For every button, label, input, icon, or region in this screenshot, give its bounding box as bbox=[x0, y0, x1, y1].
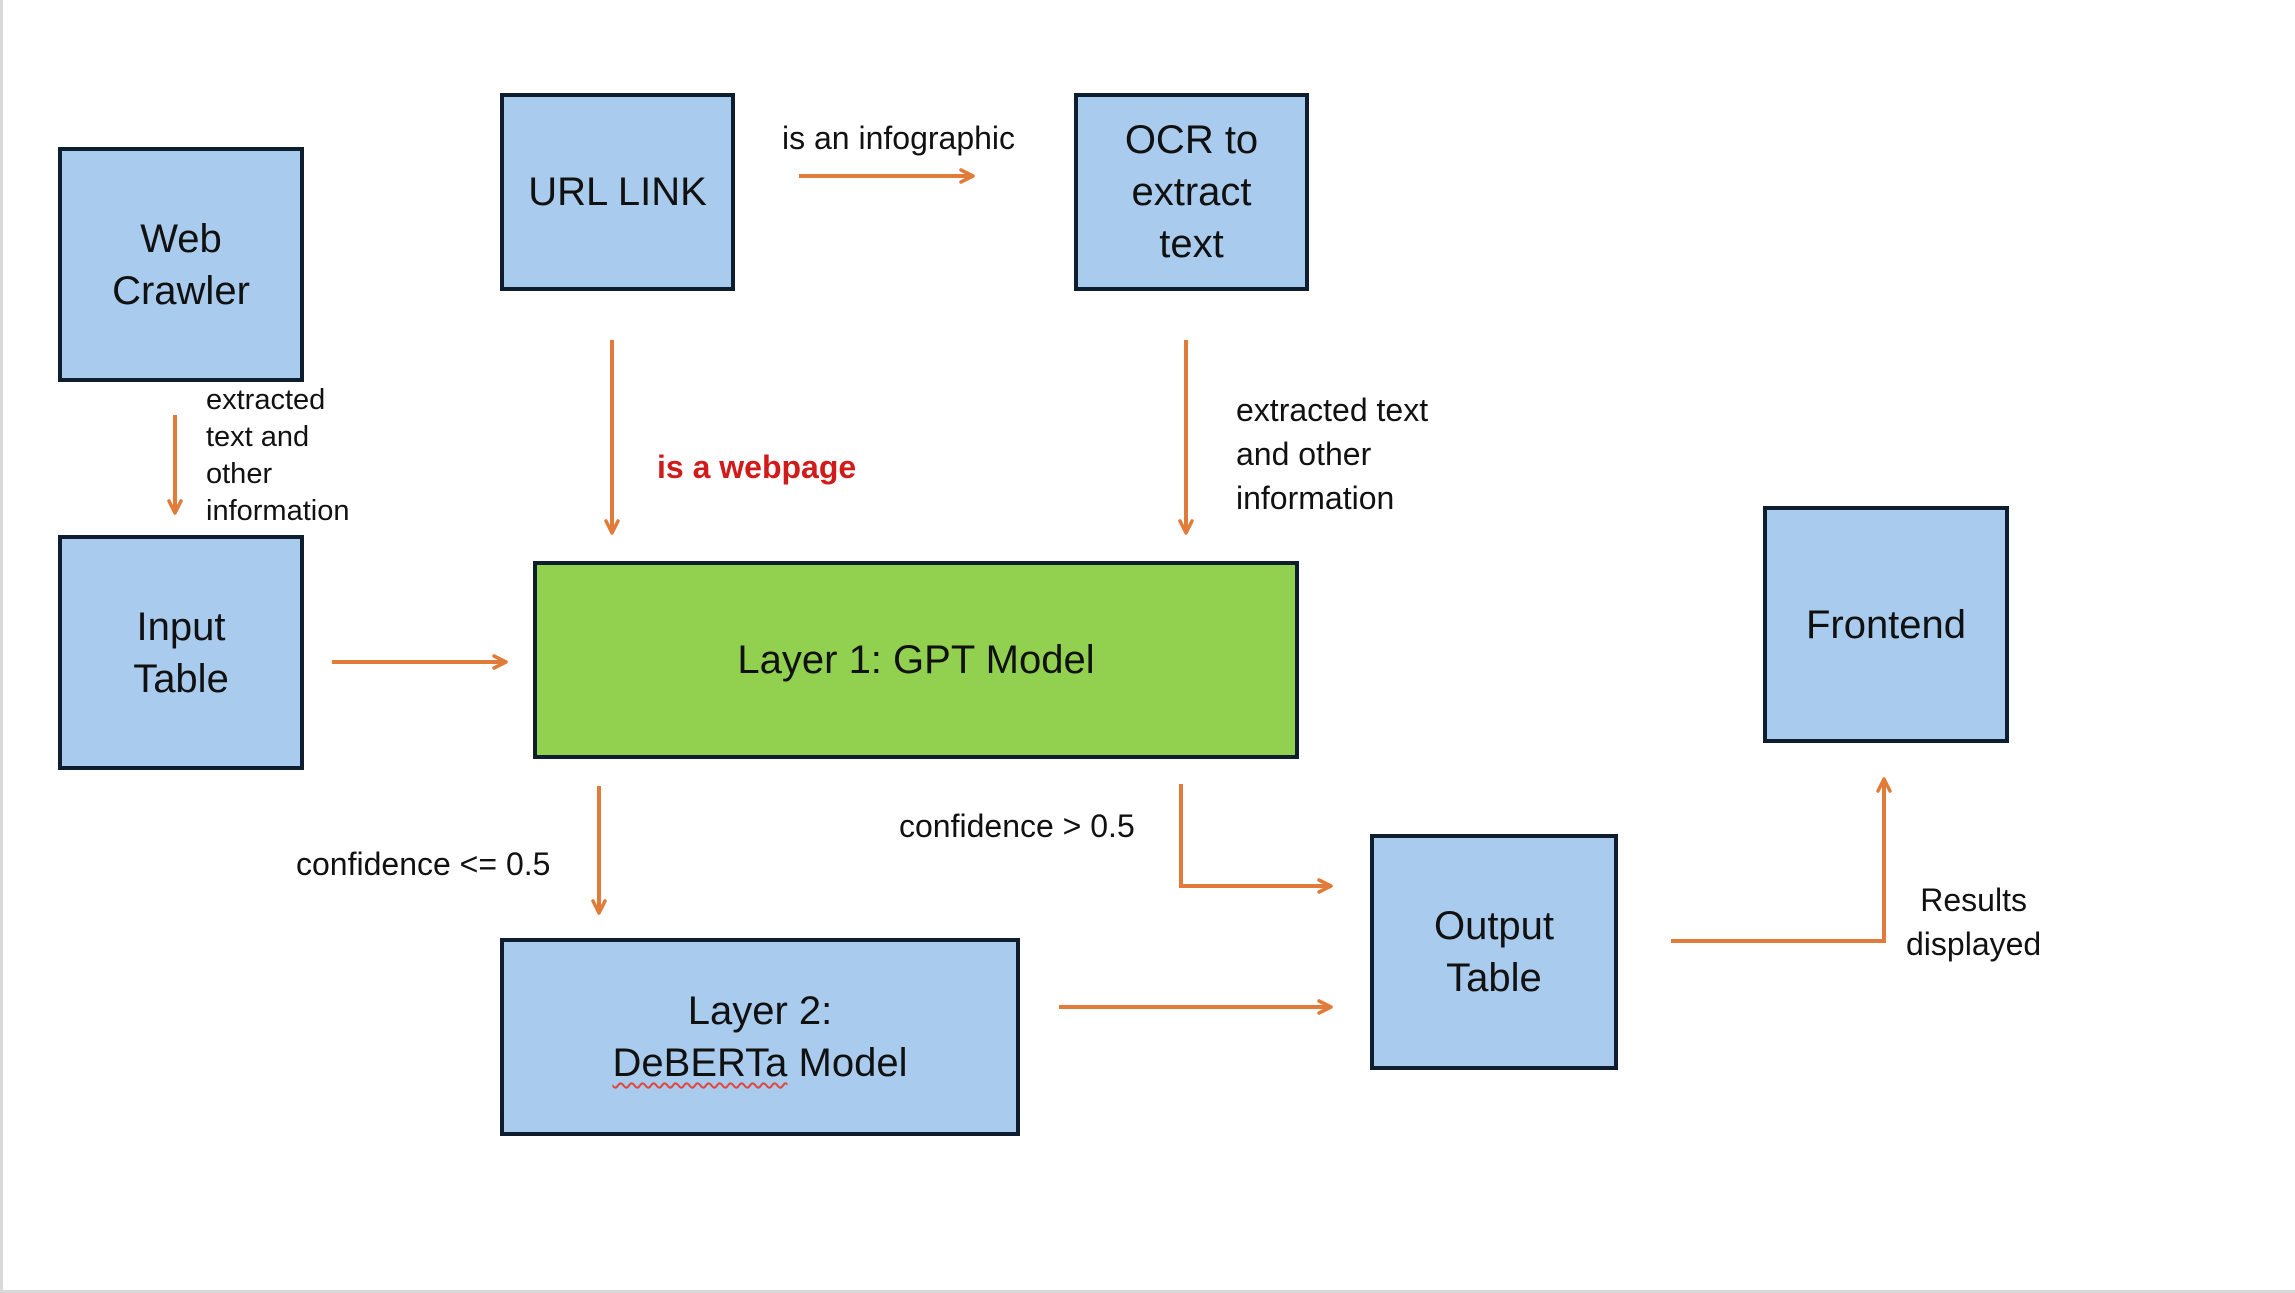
label-confidence-low: confidence <= 0.5 bbox=[296, 846, 551, 882]
url-link-box: URL LINK bbox=[500, 93, 735, 291]
label-is-a-webpage: is a webpage bbox=[657, 449, 857, 485]
deberta-line-1: Layer 2: bbox=[687, 989, 833, 1033]
gpt-model-label: Layer 1: GPT Model bbox=[737, 638, 1095, 682]
label-is-an-infographic: is an infographic bbox=[782, 120, 1016, 156]
deberta-spellcheck-word: DeBERTa bbox=[612, 1041, 788, 1085]
arrow-output-to-frontend bbox=[1671, 777, 1892, 943]
deberta-line-2-rest: Model bbox=[787, 1041, 908, 1085]
label-ocr-extracted-info: extracted text and other information bbox=[1236, 392, 1429, 516]
output-table-label: Output Table bbox=[1433, 904, 1555, 1000]
label-crawler-extracted-info: extracted text and other information bbox=[206, 384, 350, 527]
label-confidence-high: confidence > 0.5 bbox=[899, 808, 1135, 844]
deberta-model-label: Layer 2: DeBERTa Model bbox=[613, 985, 908, 1089]
deberta-model-box: Layer 2: DeBERTa Model bbox=[500, 938, 1020, 1136]
ocr-box: OCR to extract text bbox=[1074, 93, 1309, 291]
slide-edge-left bbox=[0, 0, 3, 1293]
output-table-box: Output Table bbox=[1370, 834, 1618, 1070]
arrow-gpt-to-output bbox=[1179, 784, 1333, 894]
label-results-displayed: Results displayed bbox=[1906, 882, 2042, 962]
url-link-label: URL LINK bbox=[528, 170, 707, 214]
input-table-box: Input Table bbox=[58, 535, 304, 770]
frontend-box: Frontend bbox=[1763, 506, 2009, 743]
ocr-label: OCR to extract text bbox=[1124, 118, 1259, 266]
frontend-label: Frontend bbox=[1805, 602, 1967, 647]
input-table-label: Input Table bbox=[133, 604, 229, 701]
gpt-model-box: Layer 1: GPT Model bbox=[533, 561, 1299, 759]
web-crawler-box: Web Crawler bbox=[58, 147, 304, 382]
web-crawler-label: Web Crawler bbox=[112, 216, 250, 313]
slide-edge-bottom bbox=[0, 1290, 2295, 1293]
